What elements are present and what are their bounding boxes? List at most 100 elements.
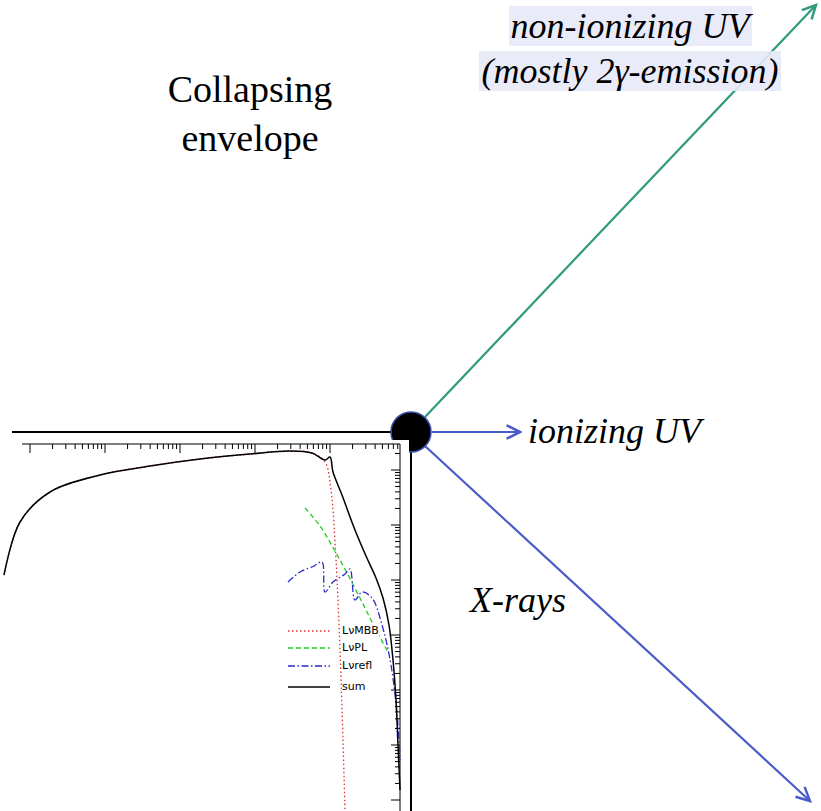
axis-tick bbox=[330, 444, 331, 453]
axis-tick bbox=[395, 711, 400, 712]
axis-tick bbox=[326, 444, 327, 449]
axis-tick bbox=[75, 444, 76, 449]
axis-tick bbox=[395, 472, 400, 473]
axis-tick bbox=[395, 640, 400, 641]
axis-tick bbox=[395, 601, 400, 602]
emission-label: ionizing UV bbox=[528, 411, 701, 451]
axis-tick bbox=[225, 444, 226, 449]
axis-tick bbox=[97, 444, 98, 449]
axis-tick bbox=[391, 800, 400, 801]
axis-tick bbox=[395, 453, 400, 454]
legend-text: sum bbox=[342, 679, 365, 695]
axis-tick bbox=[243, 444, 244, 449]
axis-tick bbox=[395, 643, 400, 644]
axis-tick bbox=[395, 486, 400, 487]
axis-tick bbox=[395, 647, 400, 648]
axis-tick bbox=[395, 588, 400, 589]
axis-tick bbox=[150, 444, 151, 449]
legend-sample bbox=[286, 680, 332, 694]
legend-line bbox=[288, 630, 330, 632]
axis-tick bbox=[322, 444, 323, 449]
cut-edge bbox=[410, 432, 412, 811]
axis-tick bbox=[255, 444, 256, 453]
axis-tick bbox=[395, 608, 400, 609]
axis-tick bbox=[232, 444, 233, 449]
axis-tick bbox=[395, 596, 400, 597]
legend-sample bbox=[286, 659, 332, 673]
emission-arrow bbox=[432, 431, 520, 433]
legend-line bbox=[288, 665, 330, 667]
axis-tick bbox=[382, 444, 383, 449]
axis-tick bbox=[375, 444, 376, 449]
legend-line bbox=[288, 686, 330, 688]
axis-tick bbox=[395, 475, 400, 476]
axis-tick bbox=[395, 498, 400, 499]
axis-tick bbox=[172, 444, 173, 449]
axis-tick bbox=[395, 656, 400, 657]
envelope-fill bbox=[12, 33, 810, 811]
axis-tick bbox=[93, 444, 94, 449]
axis-tick bbox=[395, 546, 400, 547]
axis-tick bbox=[395, 673, 400, 674]
axis-tick bbox=[163, 444, 164, 449]
axis-tick bbox=[277, 444, 278, 449]
inset-ground bbox=[0, 440, 409, 811]
axis-tick bbox=[157, 444, 158, 449]
axis-tick bbox=[395, 553, 400, 554]
axis-tick bbox=[247, 444, 248, 449]
axis-tick bbox=[395, 530, 400, 531]
legend-text: LνPL bbox=[342, 640, 367, 656]
axis-tick bbox=[395, 753, 400, 754]
emission-label: non-ionizing UV (mostly 2γ-emission) bbox=[479, 6, 780, 91]
axis-tick bbox=[395, 537, 400, 538]
spectrum-curve bbox=[4, 451, 345, 811]
axis-tick bbox=[395, 582, 400, 583]
legend-text: LνMBB bbox=[342, 623, 379, 639]
legend-sample bbox=[286, 624, 332, 638]
label-slot: non-ionizing UV (mostly 2γ-emission) bbox=[470, 4, 790, 94]
axis-tick bbox=[395, 637, 400, 638]
axis-tick bbox=[352, 444, 353, 449]
axis-tick bbox=[290, 444, 291, 449]
axis-tick bbox=[391, 525, 400, 526]
axis-tick bbox=[395, 618, 400, 619]
axis-tick bbox=[393, 444, 394, 449]
axis-tick bbox=[82, 444, 83, 449]
axis-tick bbox=[52, 444, 53, 449]
axis-tick bbox=[318, 444, 319, 449]
axis-tick bbox=[395, 491, 400, 492]
axis-tick bbox=[88, 444, 89, 449]
axis-tick bbox=[397, 444, 398, 449]
spectrum-curve bbox=[4, 451, 400, 790]
axis-tick bbox=[215, 444, 216, 449]
axis-tick bbox=[251, 444, 252, 449]
axis-tick bbox=[101, 444, 102, 449]
axis-tick bbox=[395, 663, 400, 664]
axis-tick bbox=[202, 444, 203, 449]
axis-tick bbox=[395, 527, 400, 528]
axis-tick bbox=[168, 444, 169, 449]
axis-ticks bbox=[30, 444, 400, 800]
axis-tick bbox=[395, 508, 400, 509]
axis-tick bbox=[391, 635, 400, 636]
axis-tick bbox=[65, 444, 66, 449]
axis-frame bbox=[22, 444, 400, 445]
legend-sample bbox=[286, 641, 332, 655]
label-slot: ionizing UV bbox=[528, 409, 701, 454]
emission-arrow bbox=[425, 446, 810, 801]
axis-tick bbox=[30, 444, 31, 453]
axis-tick bbox=[300, 444, 301, 449]
spectrum-curve bbox=[288, 562, 400, 760]
axis-tick bbox=[313, 444, 314, 449]
axis-tick bbox=[395, 563, 400, 564]
region-name: Collapsing envelope bbox=[122, 65, 378, 164]
axis-tick bbox=[395, 651, 400, 652]
axis-tick bbox=[395, 585, 400, 586]
legend-line bbox=[288, 647, 330, 649]
cut-edge bbox=[12, 431, 411, 433]
axis-tick bbox=[391, 580, 400, 581]
spectrum-curves bbox=[4, 451, 400, 811]
axis-tick bbox=[395, 592, 400, 593]
axis-tick bbox=[395, 541, 400, 542]
label-slot: X-rays bbox=[470, 578, 566, 623]
